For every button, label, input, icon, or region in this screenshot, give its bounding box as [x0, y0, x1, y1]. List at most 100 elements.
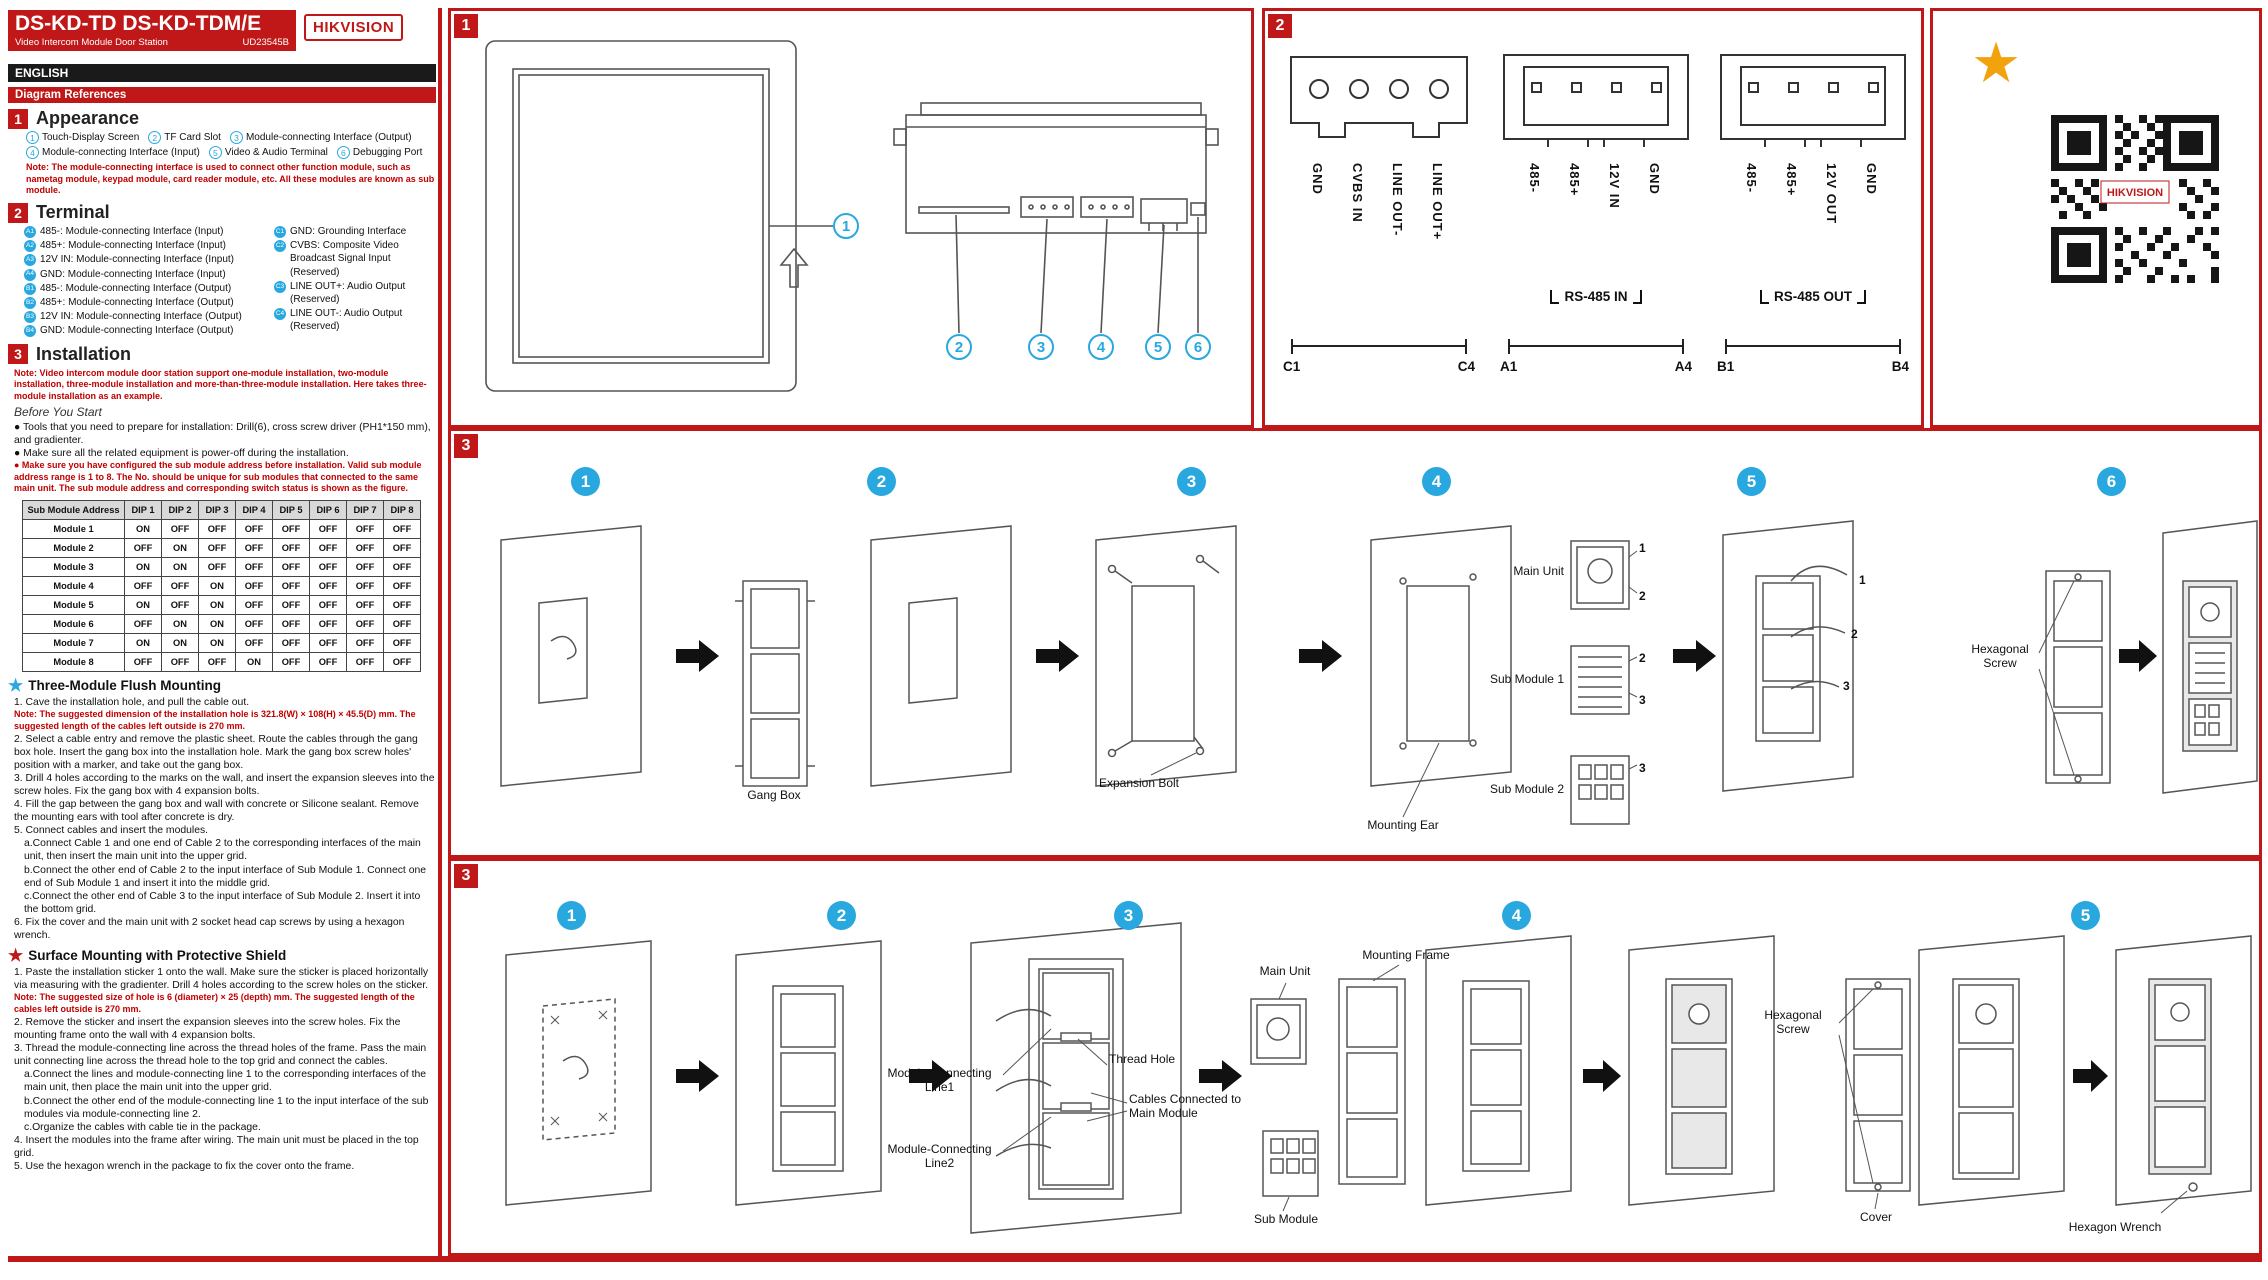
product-title: DS-KD-TD DS-KD-TDM/E — [15, 12, 262, 35]
pin-label: 12V OUT — [1824, 163, 1839, 225]
dip-table-header-cell: DIP 1 — [124, 500, 162, 521]
step-badge-1: 1 — [557, 901, 586, 930]
cable-number: 3 — [1843, 679, 1850, 693]
sub-module-1-label: Sub Module 1 — [1489, 672, 1564, 686]
terminal-item-label: GND: Module-connecting Interface (Input) — [40, 268, 226, 280]
terminal-item: B4 GND: Module-connecting Interface (Out… — [24, 324, 268, 338]
dip-cell: OFF — [346, 576, 384, 597]
terminal-item-label: LINE OUT-: Audio Output (Reserved) — [290, 308, 403, 333]
terminal-lists: A1 485-: Module-connecting Interface (In… — [8, 225, 436, 339]
terminal-pin-badge: A1 — [24, 226, 36, 239]
connector-drawing — [1290, 56, 1468, 138]
section-title: Terminal — [36, 202, 110, 223]
callout-5: 5 — [1145, 334, 1171, 360]
terminal-item-label: GND: Module-connecting Interface (Output… — [40, 325, 234, 337]
terminal-pin-badge: B4 — [24, 325, 36, 338]
title-box: DS-KD-TD DS-KD-TDM/E Video Intercom Modu… — [8, 10, 296, 51]
step-badge-1: 1 — [571, 467, 600, 496]
cover-label: Cover — [1859, 1210, 1892, 1224]
dip-table-header-cell: DIP 7 — [346, 500, 384, 521]
dip-cell: OFF — [383, 633, 421, 654]
bus-bracket: RS-485 IN — [1510, 289, 1682, 304]
cable-number: 1 — [1639, 541, 1646, 555]
module-connecting-line1-label: Module-Connecting Line1 — [887, 1066, 992, 1094]
installation-bullet: ● Make sure all the related equipment is… — [14, 447, 349, 459]
main-unit-label: Main Unit — [1259, 964, 1311, 978]
dip-cell: ON — [235, 652, 273, 673]
bus-bracket: RS-485 OUT — [1727, 289, 1899, 304]
callout-number-icon: 2 — [148, 131, 162, 144]
hikvision-logo: HIKVISION — [304, 14, 404, 41]
pin-range-end: A4 — [1674, 359, 1692, 374]
dip-cell: ON — [161, 633, 199, 654]
appearance-note: Note: The module-connecting interface is… — [26, 162, 435, 196]
bus-label: RS-485 IN — [1564, 289, 1628, 304]
terminal-item: B1 485-: Module-connecting Interface (Ou… — [24, 282, 268, 295]
dip-cell: OFF — [124, 538, 162, 559]
dip-cell: OFF — [346, 595, 384, 616]
dip-cell: OFF — [309, 576, 347, 597]
connector-drawing — [1503, 54, 1689, 147]
hexagonal-screw-label: Hexagonal Screw — [1764, 1008, 1822, 1036]
surface-mounting-title: Surface Mounting with Protective Shield — [28, 948, 287, 964]
step-badge-5: 5 — [2071, 901, 2100, 930]
document-header: DS-KD-TD DS-KD-TDM/E Video Intercom Modu… — [8, 8, 436, 60]
cable-number: 3 — [1639, 693, 1646, 707]
callout-3: 3 — [1028, 334, 1054, 360]
dip-cell: ON — [198, 595, 236, 616]
terminal-item-label: 485+: Module-connecting Interface (Input… — [40, 240, 226, 252]
pin-range-end: B4 — [1891, 359, 1909, 374]
terminal-item: C3 LINE OUT+: Audio Output (Reserved) — [274, 280, 436, 306]
callout-6: 6 — [1185, 334, 1211, 360]
dip-cell: OFF — [124, 576, 162, 597]
doc-code: UD23545B — [242, 37, 289, 48]
surface-step-line: 5. Use the hexagon wrench in the package… — [14, 1161, 355, 1173]
dip-table-row: Module 6 OFF ON ON OFF OFF OFF OFF OFF — [22, 614, 421, 635]
terminal-item-label: 12V IN: Module-connecting Interface (Out… — [40, 311, 242, 323]
section-number-badge: 1 — [8, 108, 28, 129]
dip-cell: ON — [124, 633, 162, 654]
qr-center-logo: HIKVISION — [2107, 187, 2163, 199]
qr-code: HIKVISION — [2051, 115, 2219, 283]
step-badge-3: 3 — [1114, 901, 1143, 930]
section-title: Installation — [36, 343, 132, 364]
dip-table-header-cell: DIP 8 — [383, 500, 421, 521]
callout-number-icon: 3 — [229, 131, 243, 144]
cable-number: 2 — [1851, 627, 1858, 641]
step-badge-3: 3 — [1177, 467, 1206, 496]
hexagonal-screw-label: Hexagonal Screw — [1971, 642, 2029, 670]
appearance-item-label: Debugging Port — [352, 147, 423, 158]
dip-cell: ON — [161, 614, 199, 635]
pin-label: 12V IN — [1607, 163, 1622, 209]
bottom-border-line — [8, 1256, 2262, 1262]
terminal-list-right: C1 GND: Grounding Interface C2 CVBS: Com… — [274, 225, 436, 339]
appearance-item-label: Module-connecting Interface (Output) — [245, 132, 412, 143]
dip-cell: Module 1 — [22, 519, 125, 540]
dip-cell: Module 4 — [22, 576, 125, 597]
terminal-pin-badge: A2 — [24, 240, 36, 253]
dip-cell: OFF — [198, 519, 236, 540]
dip-table-header-cell: DIP 3 — [198, 500, 236, 521]
surface-mounting-heading: ★ Surface Mounting with Protective Shiel… — [8, 947, 436, 964]
dip-cell: OFF — [161, 652, 199, 673]
dip-table-row: Module 4 OFF OFF ON OFF OFF OFF OFF OFF — [22, 576, 421, 597]
dip-cell: Module 3 — [22, 557, 125, 578]
terminal-pin-badge: C1 — [274, 226, 286, 239]
before-you-start: Before You Start — [14, 404, 102, 419]
dip-cell: OFF — [309, 557, 347, 578]
thread-hole-label: Thread Hole — [1109, 1052, 1176, 1066]
panel-surface-mounting-steps: 3 — [448, 858, 2262, 1256]
dip-cell: OFF — [272, 538, 310, 559]
surface-step-line: a.Connect the lines and module-connectin… — [24, 1069, 427, 1094]
connector-group: 485- 485+ 12V OUT GND RS-485 OUT B1 B4 — [1713, 41, 1913, 421]
dip-table-row: Module 5 ON OFF ON OFF OFF OFF OFF OFF — [22, 595, 421, 616]
language-bar: ENGLISH — [8, 64, 436, 82]
surface-mounting-drawing — [505, 922, 2252, 1234]
dip-cell: OFF — [383, 519, 421, 540]
dip-cell: OFF — [309, 538, 347, 559]
expansion-bolt-label: Expansion Bolt — [1098, 776, 1180, 790]
appearance-items: 1 Touch-Display Screen 2 TF Card Slot 3 … — [8, 131, 436, 159]
pin-label: 485+ — [1567, 163, 1582, 197]
connector-group: GND CVBS IN LINE OUT- LINE OUT+ C1 C4 — [1279, 41, 1479, 421]
terminal-item: C1 GND: Grounding Interface — [274, 225, 436, 239]
